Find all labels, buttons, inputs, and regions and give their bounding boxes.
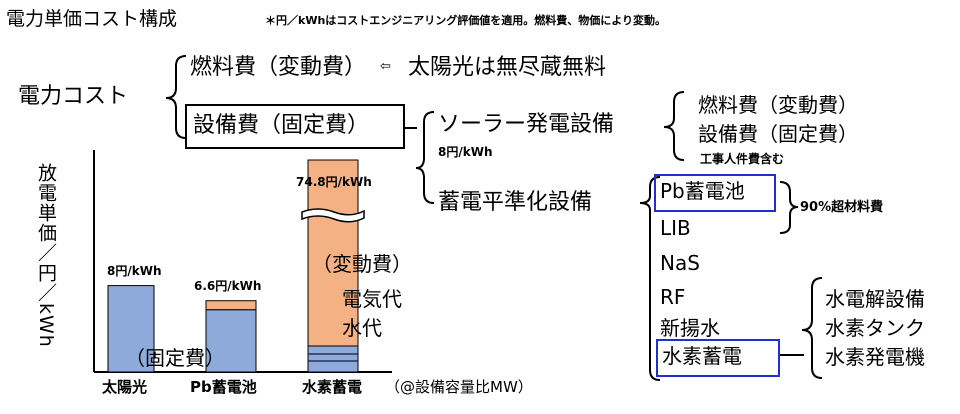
- hydrogen-highlight-box: [656, 339, 780, 377]
- solar-price-label: 8円/kWh: [438, 145, 493, 159]
- hydrogen-item-tank: 水素タンク: [825, 316, 925, 340]
- storage-item-rf: RF: [660, 285, 686, 309]
- bar-hydrogen-variable: [307, 159, 359, 347]
- annotation-water: 水代: [342, 316, 382, 340]
- footnote: ＊円／kWhはコストエンジニアリング評価値を適用。燃料費、物価により変動。: [265, 14, 667, 27]
- bar-pb-data-label: 6.6円/kWh: [194, 279, 262, 293]
- left-arrow-icon: ⇦: [380, 59, 391, 74]
- equipment-cost-label: 設備費（固定費）: [193, 113, 370, 138]
- solar-sub-note: 工事人件費含む: [700, 152, 785, 166]
- hydrogen-item-generator: 水素発電機: [825, 345, 925, 369]
- storage-item-pumped-hydro: 新揚水: [660, 316, 720, 340]
- root-bracket: [165, 55, 187, 139]
- hydrogen-item-electrolysis: 水電解設備: [825, 287, 925, 311]
- solar-bracket: [663, 91, 685, 161]
- storage-item-hydrogen: 水素蓄電: [662, 344, 742, 368]
- pb-highlight-box: [654, 174, 776, 212]
- bar-solar-data-label: 8円/kWh: [107, 264, 162, 278]
- page-title: 電力単価コスト構成: [6, 8, 178, 30]
- bar-pb-variable: [205, 300, 257, 311]
- bar-hydrogen-axis-break: [301, 208, 365, 223]
- solar-equipment-label: ソーラー発電設備: [438, 112, 615, 137]
- pb-material-note: 90%超材料費: [800, 200, 884, 215]
- pb-bracket: [779, 181, 799, 234]
- storage-item-pb: Pb蓄電池: [660, 179, 745, 203]
- storage-equipment-label: 蓄電平準化設備: [438, 190, 593, 215]
- bar-pb-fixed: [205, 309, 257, 373]
- fuel-comment: 太陽光は無尽蔵無料: [408, 55, 607, 80]
- annotation-fixed: （固定費）: [125, 346, 225, 370]
- storage-item-nas: NaS: [660, 251, 700, 275]
- category-label-hydrogen: 水素蓄電: [302, 378, 363, 396]
- solar-item-equipment: 設備費（固定費）: [698, 122, 858, 146]
- hydrogen-bracket: [801, 277, 823, 379]
- equipment-bracket: [415, 111, 435, 204]
- bar-solar-fixed: [107, 285, 155, 373]
- equipment-cost-box: [185, 104, 405, 149]
- solar-item-fuel: 燃料費（変動費）: [698, 93, 858, 117]
- annotation-electricity: 電気代: [342, 287, 402, 311]
- category-label-pb: Pb蓄電池: [190, 378, 257, 396]
- tree-root-label: 電力コスト: [18, 84, 129, 109]
- bar-hydrogen-data-label: 74.8円/kWh: [296, 175, 372, 189]
- storage-item-lib: LIB: [660, 216, 691, 240]
- annotation-variable: （変動費）: [312, 252, 412, 276]
- chart-x-axis-label: （@設備容量比MW）: [385, 378, 533, 396]
- bar-hydrogen-fixed: [307, 345, 359, 373]
- fuel-cost-label: 燃料費（変動費）: [190, 55, 367, 80]
- storage-bracket: [639, 176, 661, 381]
- category-label-solar: 太陽光: [102, 378, 148, 396]
- chart-y-axis-label: 放電単価／円／kWh: [35, 163, 57, 348]
